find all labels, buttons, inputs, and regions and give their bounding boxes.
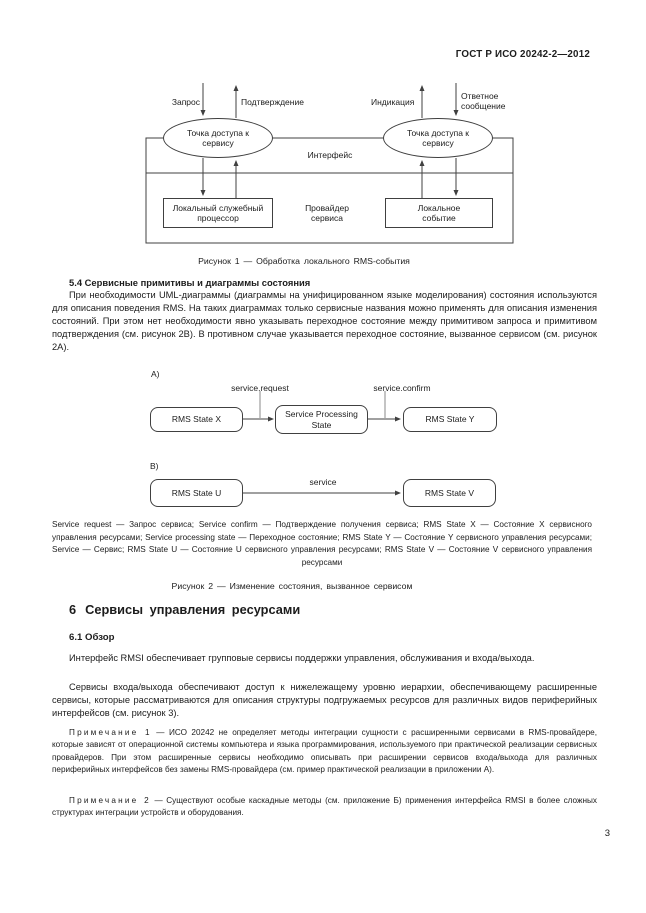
rms-state-y-box: RMS State Y xyxy=(403,407,497,432)
note-2: Примечание 2 — Существуют особые каскадн… xyxy=(52,795,597,820)
service-access-point-left-label: Точка доступа к сервису xyxy=(186,127,250,149)
local-service-processor-box: Локальный служебный процессор xyxy=(163,198,273,228)
figure-1-caption: Рисунок 1 — Обработка локального RMS-соб… xyxy=(198,256,410,266)
figure-2-legend: Service request — Запрос сервиса; Servic… xyxy=(52,520,592,567)
service-confirm-label: service.confirm xyxy=(373,383,431,393)
service-label: service xyxy=(309,477,337,487)
rms-state-v-box: RMS State V xyxy=(403,479,496,507)
document-code-header: ГОСТ Р ИСО 20242-2—2012 xyxy=(455,49,590,60)
section-6-1-paragraph-2: Сервисы входа/выхода обеспечивают доступ… xyxy=(52,682,597,718)
service-request-label: service.request xyxy=(231,383,289,393)
confirm-label: Подтверждение xyxy=(241,97,304,107)
service-access-point-right-label: Точка доступа к сервису xyxy=(406,127,470,149)
rms-state-u-label: RMS State U xyxy=(171,487,222,498)
local-event-box: Локальное событие xyxy=(385,198,493,228)
section-6-1-heading: 6.1 Обзор xyxy=(69,632,115,643)
service-processing-state-label: Service Processing State xyxy=(285,409,358,430)
section-6-number: 6 xyxy=(69,602,77,617)
note-1: Примечание 1 — ИСО 20242 не определяет м… xyxy=(52,727,597,776)
figure-2-connector-lines xyxy=(243,391,401,496)
section-5-4-heading: 5.4 Сервисные примитивы и диаграммы сост… xyxy=(69,277,311,288)
section-6-heading: 6 Сервисы управления ресурсами xyxy=(69,602,300,617)
rms-state-u-box: RMS State U xyxy=(150,479,243,507)
section-6-1-paragraph-1: Интерфейс RMSI обеспечивает групповые се… xyxy=(69,653,535,663)
figure-2-diagram: A) service.request service.confirm RMS S… xyxy=(140,365,520,515)
figure-2-caption: Рисунок 2 — Изменение состояния, вызванн… xyxy=(171,581,413,591)
figure-1-diagram: Запрос Подтверждение Индикация Ответное … xyxy=(140,80,520,275)
local-event-label: Локальное событие xyxy=(417,202,461,224)
service-access-point-right: Точка доступа к сервису xyxy=(383,118,493,158)
indication-label: Индикация xyxy=(371,97,415,107)
service-provider-label: Провайдер сервиса xyxy=(305,203,349,223)
local-service-processor-label: Локальный служебный процессор xyxy=(172,202,264,224)
figure-2b-label: B) xyxy=(150,461,159,471)
rms-state-x-label: RMS State X xyxy=(171,414,222,425)
note-2-text: — Существуют особые каскадные методы (см… xyxy=(52,796,597,818)
rms-state-x-box: RMS State X xyxy=(150,407,243,432)
note-1-text: — ИСО 20242 не определяет методы интегра… xyxy=(52,728,597,774)
figure-2a-label: A) xyxy=(151,369,160,379)
rms-state-y-label: RMS State Y xyxy=(425,414,475,425)
page-number: 3 xyxy=(604,828,610,839)
service-processing-state-box: Service Processing State xyxy=(275,405,368,434)
service-access-point-left: Точка доступа к сервису xyxy=(163,118,273,158)
request-label: Запрос xyxy=(171,97,200,107)
rms-state-v-label: RMS State V xyxy=(424,487,475,498)
section-6-title: Сервисы управления ресурсами xyxy=(85,602,301,617)
section-5-4-paragraph: При необходимости UML-диаграммы (диаграм… xyxy=(52,290,597,352)
response-message-label: Ответное сообщение xyxy=(461,91,506,111)
interface-provider-frame xyxy=(145,137,514,244)
note-2-label: Примечание 2 xyxy=(69,796,151,805)
interface-label: Интерфейс xyxy=(307,150,353,160)
note-1-label: Примечание 1 xyxy=(69,728,152,737)
figure-1-connector-lines xyxy=(145,83,514,244)
